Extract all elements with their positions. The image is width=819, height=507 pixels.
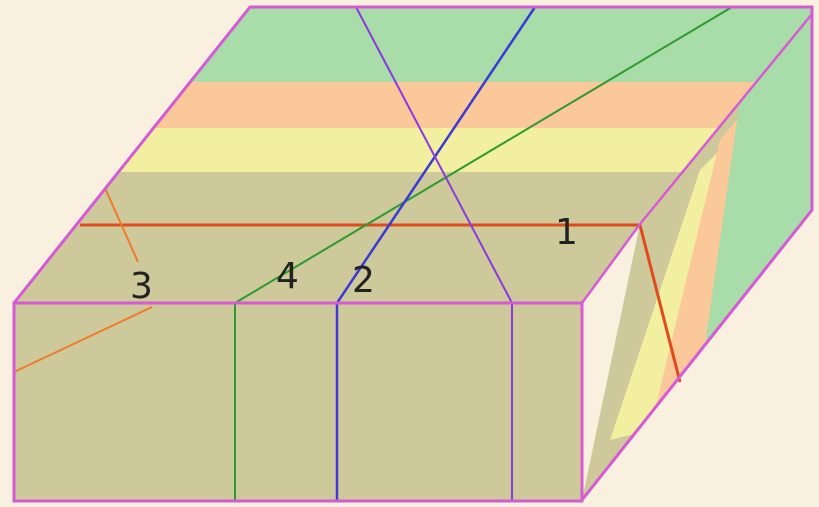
line-3 <box>104 187 139 263</box>
label-1: 1 <box>555 212 578 253</box>
right-green-layer <box>700 14 812 380</box>
top-face <box>78 7 812 224</box>
label-4: 4 <box>276 256 299 297</box>
label-2: 2 <box>352 260 375 301</box>
line-3-front <box>13 306 153 373</box>
block-outline-right <box>580 7 814 501</box>
block-inner-edge <box>580 13 813 304</box>
upper-block-face <box>14 224 640 303</box>
label-3: 3 <box>130 266 153 307</box>
peach-layer <box>78 82 812 128</box>
front-face <box>14 303 582 501</box>
